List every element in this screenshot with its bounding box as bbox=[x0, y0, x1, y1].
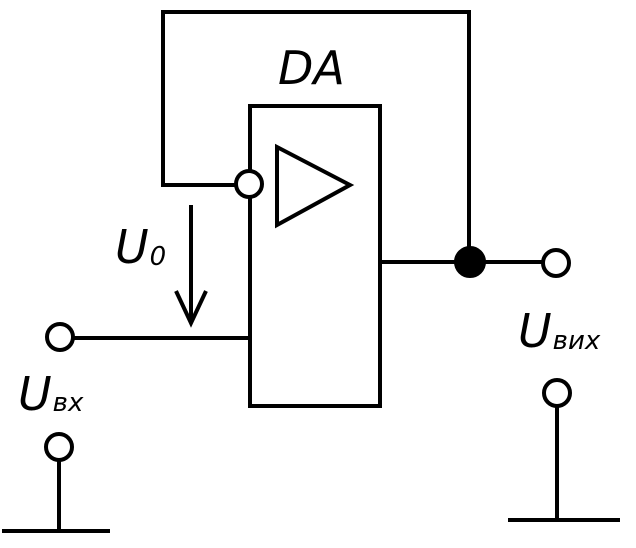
uvx-label-sub: вх bbox=[53, 388, 84, 418]
u0-arrow-head bbox=[174, 290, 208, 328]
u0-label-sub: 0 bbox=[150, 242, 167, 272]
triangle-amplifier-icon bbox=[275, 143, 355, 229]
u0-label: U0 bbox=[115, 220, 166, 274]
uvx-label: Uвх bbox=[18, 367, 84, 421]
amplifier-block bbox=[248, 104, 382, 408]
output-terminal bbox=[541, 248, 571, 278]
input-ground-terminal bbox=[44, 432, 74, 462]
uvyx-label-sub: вих bbox=[553, 326, 601, 356]
uvyx-label-main: U bbox=[518, 304, 552, 358]
component-label: DA bbox=[278, 41, 345, 95]
uvx-label-main: U bbox=[18, 367, 52, 421]
uvyx-label: Uвих bbox=[518, 304, 601, 358]
input-terminal bbox=[45, 322, 75, 352]
output-ground-terminal bbox=[542, 378, 572, 408]
feedback-wire bbox=[161, 10, 471, 262]
output-junction-dot bbox=[454, 246, 486, 278]
u0-label-main: U bbox=[115, 220, 149, 274]
inverting-input-terminal bbox=[234, 169, 264, 199]
